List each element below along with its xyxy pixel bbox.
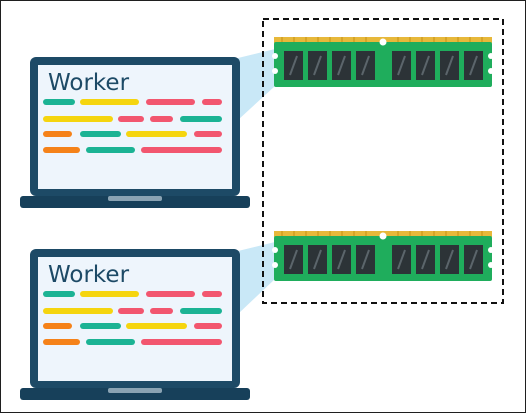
ram-module-bottom (271, 230, 495, 282)
beam-top (238, 49, 275, 120)
laptop-label: Worker (48, 262, 130, 288)
laptop-worker-2: Worker (20, 249, 250, 400)
laptop-label: Worker (48, 70, 130, 96)
ram-module-top (271, 36, 495, 88)
shared-memory-region (262, 18, 504, 304)
beam-bottom (238, 242, 275, 314)
laptop-worker-1: Worker (20, 57, 250, 208)
